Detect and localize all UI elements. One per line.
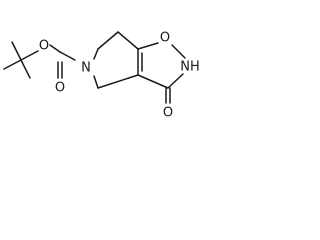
bond-tbu-me3 (20, 59, 31, 79)
atom-o-carbonyl: O (55, 81, 65, 96)
bond-o-carbonyl (49, 44, 61, 53)
molecule-structure: O O N O NH O (3, 31, 200, 121)
bond-o-nh (171, 44, 186, 59)
atom-n-ring: N (81, 61, 91, 76)
bond-ch2-c-fused-top (117, 31, 139, 50)
bond-n-ch2-lower (93, 75, 99, 89)
bond-n-ch2-upper (93, 48, 99, 60)
atom-o-ester: O (39, 39, 49, 54)
bond-nh-c-keto (167, 73, 184, 89)
bond-ch2-c-fused-bottom (97, 74, 139, 89)
atom-o-keto: O (163, 106, 173, 121)
bond-tbu-c-o (20, 50, 39, 61)
bond-tbu-me2 (11, 41, 22, 61)
bond-carbonyl-n (59, 51, 76, 61)
bond-ch2-ch2-top (97, 31, 119, 50)
bond-tbu-me1 (3, 59, 22, 70)
bond-c-o-isoxazole (137, 42, 159, 50)
atom-o-isoxazole: O (160, 31, 170, 46)
bond-c-keto-c-fused (137, 74, 169, 89)
atom-nh: NH (180, 60, 200, 75)
